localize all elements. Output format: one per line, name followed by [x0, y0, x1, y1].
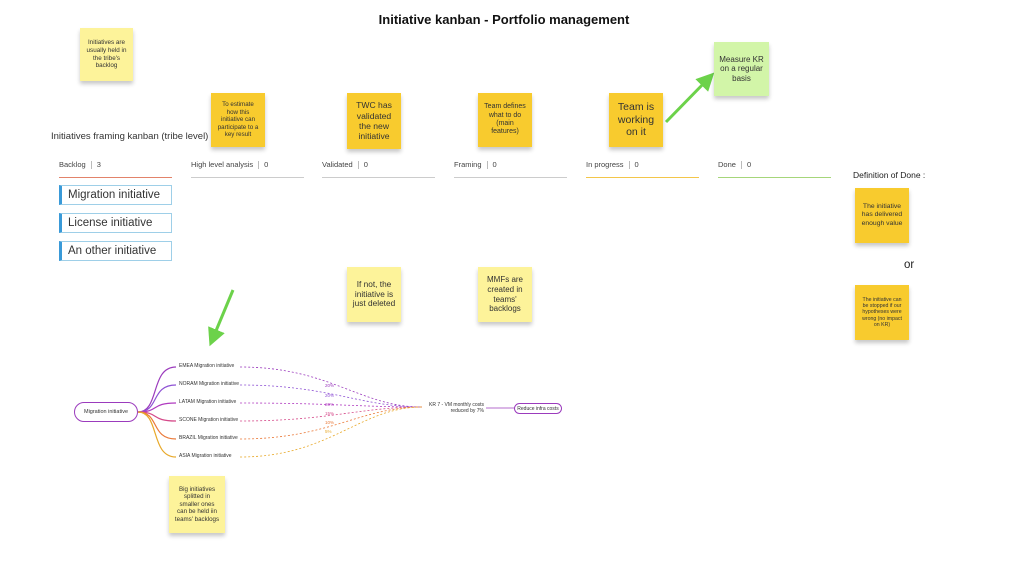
mindmap-root[interactable]: Migration initiative: [74, 402, 138, 422]
sticky-estimate: To estimate how this initiative can part…: [211, 93, 265, 147]
column-divider: [90, 160, 92, 169]
column-divider: [628, 160, 630, 169]
column-name: Done: [718, 160, 736, 169]
mindmap-leaf[interactable]: ASIA Migration initiative: [179, 453, 232, 459]
sticky-mmfs: MMFs are created in teams' backlogs: [478, 267, 532, 322]
column-count: 0: [264, 160, 269, 169]
column-count: 0: [746, 160, 752, 169]
column-underline: [59, 177, 172, 178]
column-divider: [258, 160, 260, 169]
column-count: 0: [634, 160, 639, 169]
mindmap-leaf[interactable]: EMEA Migration initiative: [179, 363, 235, 369]
column-count: 0: [363, 160, 368, 169]
kr-contribution-link: [239, 406, 423, 422]
contribution-percent: 5%: [325, 429, 332, 434]
kanban-column-header[interactable]: High level analysis 0: [191, 160, 268, 169]
mindmap-leaf[interactable]: LATAM Migration initiative: [179, 399, 237, 405]
arrow-to-mindmap: [208, 289, 235, 347]
backlog-card[interactable]: Migration initiative: [59, 185, 172, 205]
backlog-card[interactable]: License initiative: [59, 213, 172, 233]
mindmap-branch: [137, 411, 177, 440]
sticky-dod-stopped: The initiative can be stopped if our hyp…: [855, 285, 909, 340]
sticky-team-working: Team is working on it: [609, 93, 663, 147]
or-label: or: [904, 259, 915, 271]
page-title: Initiative kanban - Portfolio management: [378, 12, 630, 27]
contribution-percent: 10%: [325, 420, 335, 425]
column-underline: [322, 177, 435, 178]
definition-of-done-label: Definition of Done :: [853, 170, 926, 180]
sticky-measure-kr: Measure KR on a regular basis: [714, 42, 769, 96]
mindmap-key-result: KR 7 - VM monthly costs reduced by 7%: [428, 402, 484, 415]
sticky-dod-value: The initiative has delivered enough valu…: [855, 188, 909, 243]
column-divider: [740, 160, 742, 169]
kr-contribution-link: [239, 406, 423, 440]
kanban-column-header[interactable]: Framing 0: [454, 160, 497, 169]
sticky-twc-validated: TWC has validated the new initiative: [347, 93, 401, 149]
column-underline: [718, 177, 831, 178]
column-name: Backlog: [59, 160, 86, 169]
column-count: 0: [492, 160, 497, 169]
contribution-percent: 20%: [325, 383, 335, 388]
column-underline: [454, 177, 567, 178]
mindmap-leaf[interactable]: NORAM Migration initiative: [179, 381, 240, 387]
kr-contribution-link: [239, 406, 423, 458]
kr-contribution-link: [239, 402, 423, 408]
column-divider: [357, 160, 359, 169]
mindmap-branch: [137, 384, 177, 413]
column-divider: [486, 160, 488, 169]
sticky-team-defines: Team defines what to do (main features): [478, 93, 532, 147]
arrow-to-measure: [664, 72, 715, 124]
column-count: 3: [96, 160, 101, 169]
contribution-percent: 20%: [325, 402, 335, 407]
column-underline: [191, 177, 304, 178]
contribution-percent: 15%: [325, 411, 335, 416]
kr-contribution-link: [239, 384, 423, 408]
backlog-card[interactable]: An other initiative: [59, 241, 172, 261]
sticky-not-deleted: If not, the initiative is just deleted: [347, 267, 401, 322]
contribution-percent: 20%: [325, 393, 335, 398]
mindmap-leaf[interactable]: SCONE Migration initiative: [179, 417, 239, 423]
kanban-column-header[interactable]: Validated 0: [322, 160, 368, 169]
mindmap-branch: [137, 411, 177, 458]
framing-kanban-title: Initiatives framing kanban (tribe level): [51, 131, 209, 142]
kanban-column-header[interactable]: Done 0: [718, 160, 751, 169]
column-underline: [586, 177, 699, 178]
kanban-column-header[interactable]: Backlog 3: [59, 160, 101, 169]
sticky-tribe-backlog: Initiatives are usually held in the trib…: [80, 28, 133, 81]
sticky-big-initiatives: Big initiatives splitted in smaller ones…: [169, 476, 225, 533]
mindmap-links: [137, 366, 514, 458]
column-name: Framing: [454, 160, 482, 169]
kr-contribution-link: [239, 366, 423, 408]
column-name: Validated: [322, 160, 353, 169]
column-name: In progress: [586, 160, 624, 169]
mindmap-leaf[interactable]: BRAZIL Migration initiative: [179, 435, 238, 441]
column-name: High level analysis: [191, 160, 254, 169]
mindmap-branch: [137, 366, 177, 413]
mindmap-goal[interactable]: Reduce infra costs: [514, 403, 562, 414]
kanban-column-header[interactable]: In progress 0: [586, 160, 639, 169]
